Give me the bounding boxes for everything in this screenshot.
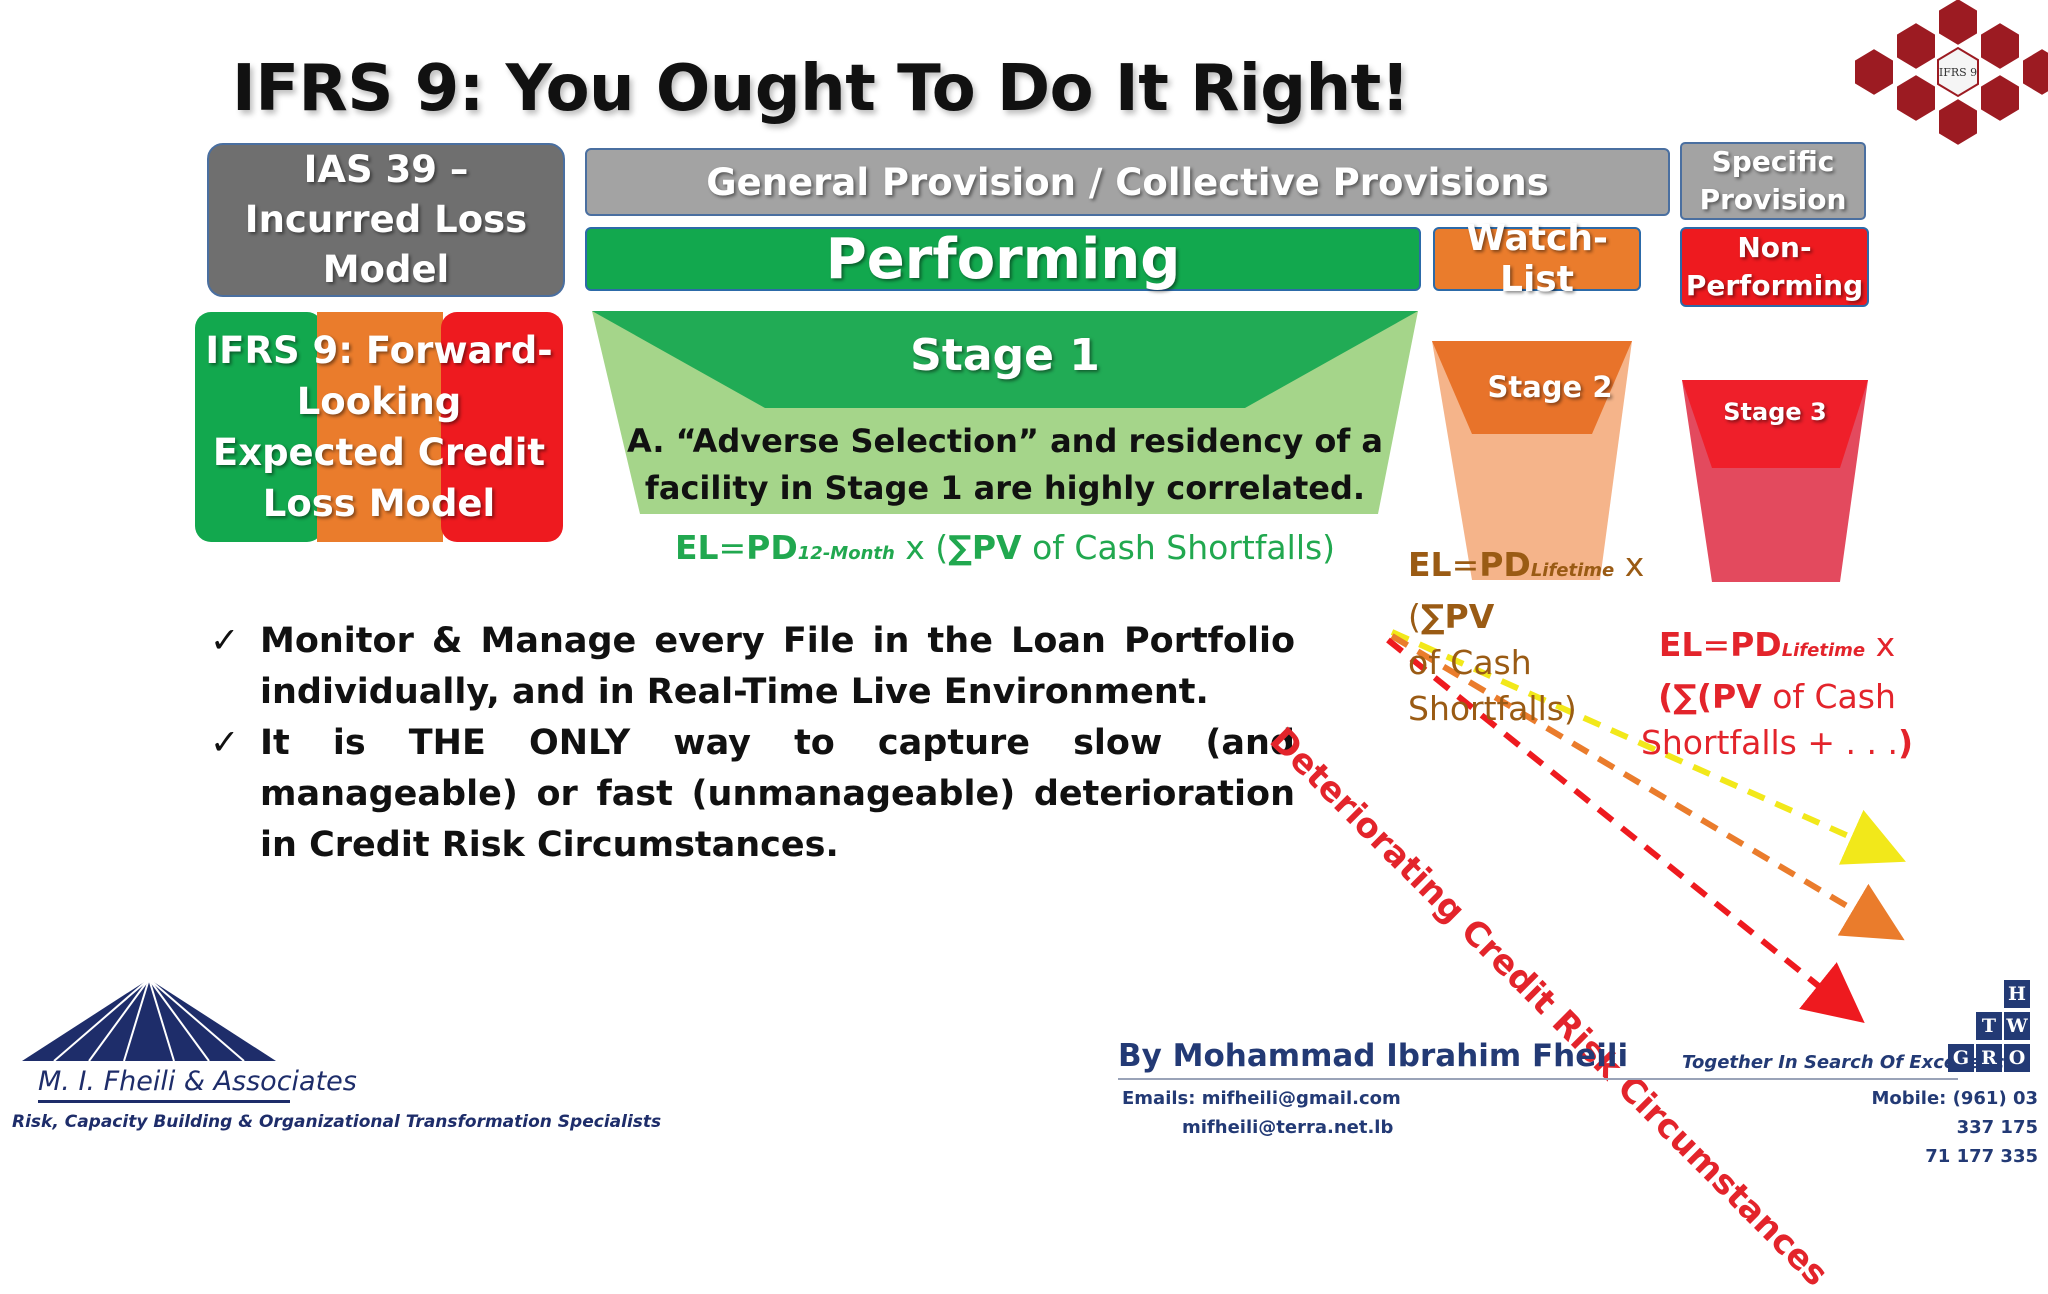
formula-el: EL: [674, 528, 719, 567]
contact-mobile: Mobile: (961) 03 337 175 71 177 335: [1838, 1084, 2038, 1171]
hex-center-label: IFRS 9: [1939, 66, 1977, 79]
formula-rest: of Cash Shortfalls): [1021, 528, 1336, 567]
formula-pv: PV: [1711, 677, 1762, 716]
formula-sum: ∑PV: [948, 528, 1022, 567]
non-performing-box: Non-Performing: [1680, 227, 1869, 307]
stage1-label: Stage 1: [910, 330, 1100, 381]
formula-sub: Lifetime: [1781, 640, 1866, 661]
email-secondary: mifheili@terra.net.lb: [1182, 1117, 1394, 1138]
formula-pd: PD: [1730, 625, 1782, 664]
check-icon: ✓: [210, 621, 240, 661]
bullet-text: Monitor & Manage every File in the Loan …: [260, 621, 1295, 712]
bullet-list: ✓ Monitor & Manage every File in the Loan…: [210, 616, 1295, 871]
check-icon: ✓: [210, 723, 240, 763]
formula-eq: =: [1702, 625, 1731, 664]
formula-pd: PD: [746, 528, 798, 567]
logo-letter: H: [2004, 980, 2030, 1008]
ifrs9-green-segment: [195, 312, 323, 542]
formula-sub: 12-Month: [797, 543, 895, 564]
divider: [38, 1100, 290, 1103]
formula-eq: =: [1451, 545, 1480, 584]
bullet-item: ✓ Monitor & Manage every File in the Loan…: [210, 616, 1295, 718]
formula-rest: of Cash Shortfalls): [1408, 643, 1577, 728]
stage1-formula: EL=PD12-Month x (∑PV of Cash Shortfalls): [600, 528, 1410, 567]
formula-x: x: [1865, 625, 1896, 664]
formula-el: EL: [1408, 545, 1452, 584]
logo-letter: T: [1976, 1012, 2002, 1040]
ifrs9-model-box: [195, 312, 563, 542]
formula-el: EL: [1658, 625, 1703, 664]
bullet-item: ✓ It is THE ONLY way to capture slow (and…: [210, 718, 1295, 871]
bullet-text: It is THE ONLY way to capture slow (and …: [260, 723, 1295, 865]
ifrs9-red-segment: [441, 312, 563, 542]
ifrs9-hexagon-logo: IFRS 9: [1853, 0, 2048, 148]
formula-eq: =: [718, 528, 747, 567]
specific-provision-box: Specific Provision: [1680, 142, 1866, 220]
logo-letter: W: [2004, 1012, 2030, 1040]
stage3-label: Stage 3: [1723, 398, 1827, 426]
formula-rest: of Cash Shortfalls + . . .: [1640, 677, 1898, 762]
author-byline: By Mohammad Ibrahim Fheili: [1118, 1038, 1629, 1074]
ifrs9-orange-segment: [317, 312, 443, 542]
page-title: IFRS 9: You Ought To Do It Right!: [232, 52, 1410, 126]
stage3-header-shape: [1682, 380, 1868, 468]
mobile-primary: Mobile: (961) 03 337 175: [1871, 1088, 2038, 1138]
performing-box: Performing: [585, 227, 1421, 292]
motto: Together In Search Of Excellence!: [1682, 1052, 2025, 1073]
logo-letter: O: [2004, 1044, 2030, 1072]
stage3-formula: EL=PDLifetime x (∑(PV of Cash Shortfalls …: [1632, 622, 1922, 766]
stage-funnels: [592, 311, 1906, 1024]
formula-x: x (: [1408, 545, 1645, 636]
company-name: M. I. Fheili & Associates: [38, 1066, 357, 1097]
stage2-label: Stage 2: [1487, 370, 1613, 404]
formula-sum: ∑PV: [1420, 597, 1495, 636]
stage1-header-shape: [592, 311, 1418, 408]
stage2-header-shape: [1432, 341, 1632, 434]
formula-pd: PD: [1479, 545, 1531, 584]
ifrs9-model-label: IFRS 9: Forward-Looking Expected Credit …: [205, 329, 553, 525]
contact-emails: Emails: mifheili@gmail.com mifheili@terr…: [1122, 1084, 1401, 1142]
email-primary: Emails: mifheili@gmail.com: [1122, 1088, 1401, 1109]
general-provision-box: General Provision / Collective Provision…: [585, 148, 1670, 216]
logo-letter: R: [1976, 1044, 2002, 1072]
arrow-orange: [1390, 633, 1905, 941]
mobile-secondary: 71 177 335: [1925, 1146, 2038, 1167]
formula-x: x (: [894, 528, 949, 567]
logo-letter: G: [1948, 1044, 1974, 1072]
htw-gro-logo: H T W G R O: [1946, 980, 2036, 1080]
divider: [1118, 1078, 1958, 1080]
ias39-box: IAS 39 – Incurred Loss Model: [207, 143, 565, 297]
formula-open: (∑(: [1658, 677, 1712, 716]
formula-close: ): [1897, 723, 1914, 762]
stage1-note: A. “Adverse Selection” and residency of …: [627, 422, 1383, 507]
arrow-red: [1386, 637, 1865, 1024]
pyramid-logo-icon: [22, 978, 276, 1062]
formula-sub: Lifetime: [1530, 560, 1615, 581]
company-tagline: Risk, Capacity Building & Organizational…: [12, 1112, 662, 1132]
